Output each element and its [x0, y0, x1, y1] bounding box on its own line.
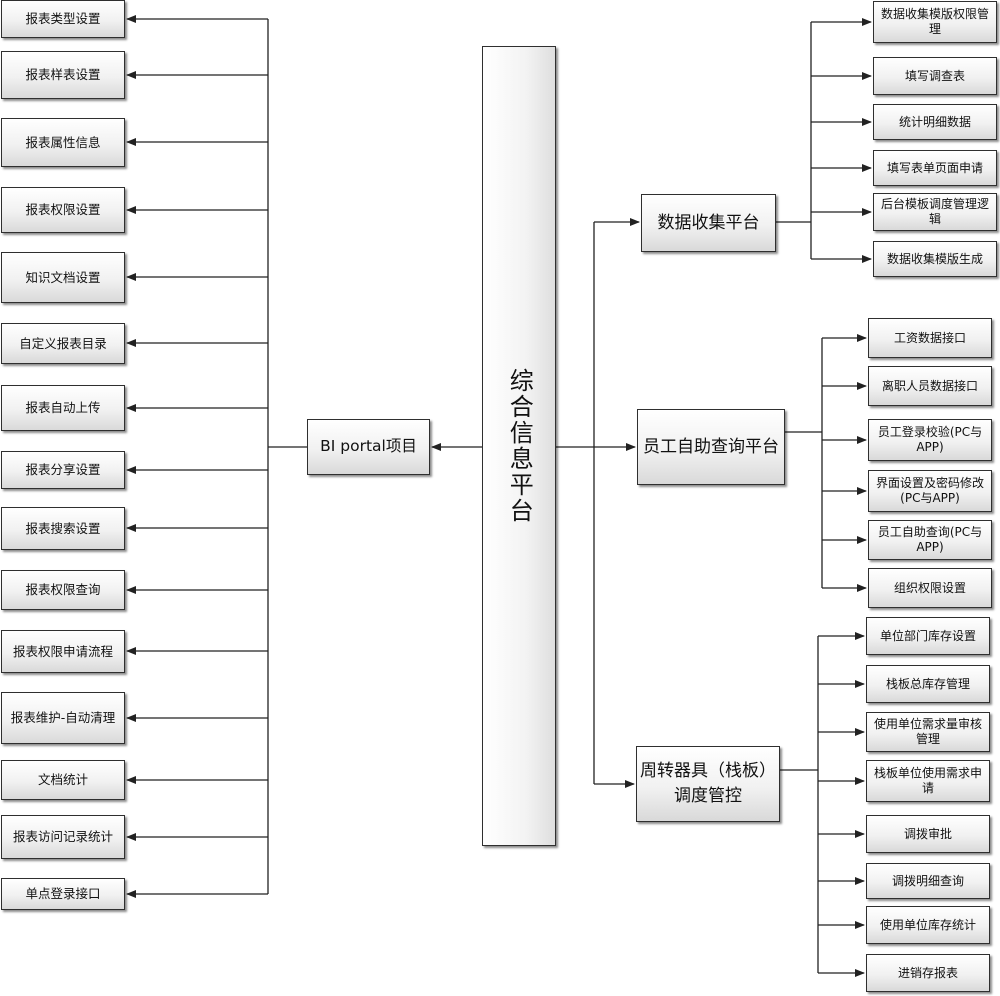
item-label: 使用单位库存统计	[879, 917, 976, 932]
branch-label: 数据收集平台	[657, 212, 760, 233]
pallet-dispatch-item-node: 调拨审批	[866, 815, 990, 853]
pallet-dispatch-item-node: 栈板总库存管理	[866, 665, 990, 703]
portal-item-node: 知识文档设置	[1, 252, 125, 303]
portal-item-label: 报表搜索设置	[25, 520, 101, 536]
item-label: 调拨明细查询	[891, 873, 964, 888]
item-label: 后台模板调度管理逻辑	[880, 197, 989, 226]
item-label: 调拨审批	[903, 826, 952, 841]
branch-pallet-dispatch-node: 周转器具（栈板）调度管控	[636, 746, 780, 822]
portal-item-node: 报表自动上传	[1, 385, 125, 431]
portal-item-label: 报表访问记录统计	[12, 829, 113, 845]
data-collection-item-node: 数据收集模版生成	[873, 241, 997, 277]
employee-service-item-node: 离职人员数据接口	[868, 366, 992, 406]
data-collection-item-node: 后台模板调度管理逻辑	[873, 193, 997, 231]
employee-service-item-node: 组织权限设置	[868, 568, 992, 608]
portal-item-node: 报表搜索设置	[1, 507, 125, 550]
portal-item-label: 单点登录接口	[25, 886, 101, 902]
portal-item-node: 自定义报表目录	[1, 323, 125, 364]
branch-data-collection-node: 数据收集平台	[641, 194, 776, 252]
pallet-dispatch-item-node: 使用单位库存统计	[866, 906, 990, 944]
data-collection-item-node: 填写调查表	[873, 57, 997, 95]
portal-item-node: 报表分享设置	[1, 451, 125, 489]
item-label: 员工自助查询(PC与APP)	[877, 525, 983, 554]
portal-item-label: 报表权限查询	[25, 582, 101, 598]
portal-item-node: 报表属性信息	[1, 118, 125, 167]
portal-item-label: 报表分享设置	[25, 462, 101, 478]
portal-item-node: 报表维护-自动清理	[1, 692, 125, 744]
portal-item-node: 文档统计	[1, 760, 125, 800]
branch-employee-self-service-node: 员工自助查询平台	[637, 409, 785, 485]
data-collection-item-node: 统计明细数据	[873, 104, 997, 140]
data-collection-item-node: 填写表单页面申请	[873, 150, 997, 186]
portal-item-label: 报表样表设置	[25, 67, 101, 83]
portal-item-label: 自定义报表目录	[19, 335, 107, 351]
item-label: 统计明细数据	[898, 114, 971, 129]
item-label: 数据收集模版生成	[886, 251, 983, 266]
item-label: 栈板单位使用需求申请	[873, 766, 982, 795]
branch-label: 周转器具（栈板）调度管控	[640, 761, 776, 806]
item-label: 填写表单页面申请	[886, 160, 983, 175]
item-label: 工资数据接口	[893, 330, 966, 345]
portal-item-label: 报表权限申请流程	[12, 643, 113, 659]
item-label: 离职人员数据接口	[881, 378, 978, 393]
employee-service-item-node: 工资数据接口	[868, 318, 992, 358]
portal-item-label: 知识文档设置	[25, 269, 101, 285]
item-label: 数据收集模版权限管理	[880, 7, 989, 36]
portal-item-label: 报表维护-自动清理	[10, 710, 116, 726]
item-label: 组织权限设置	[893, 580, 966, 595]
item-label: 员工登录校验(PC与APP)	[877, 425, 983, 454]
pallet-dispatch-item-node: 单位部门库存设置	[866, 617, 990, 655]
portal-item-node: 报表权限查询	[1, 570, 125, 610]
portal-item-node: 报表权限设置	[1, 187, 125, 233]
item-label: 进销存报表	[897, 965, 958, 980]
item-label: 使用单位需求量审核管理	[873, 717, 982, 746]
pallet-dispatch-item-node: 使用单位需求量审核管理	[866, 712, 990, 752]
branch-label: 员工自助查询平台	[643, 436, 779, 457]
core-platform-label: 综合信息平台	[505, 368, 534, 524]
item-label: 界面设置及密码修改(PC与APP)	[875, 476, 984, 505]
portal-item-label: 报表自动上传	[25, 400, 101, 416]
item-label: 单位部门库存设置	[879, 628, 976, 643]
item-label: 栈板总库存管理	[885, 676, 970, 691]
portal-item-label: 报表权限设置	[25, 202, 101, 218]
employee-service-item-node: 员工登录校验(PC与APP)	[868, 419, 992, 461]
portal-item-label: 报表属性信息	[25, 134, 101, 150]
pallet-dispatch-item-node: 栈板单位使用需求申请	[866, 760, 990, 802]
portal-item-node: 报表访问记录统计	[1, 815, 125, 859]
core-platform-node: 综合信息平台	[482, 46, 556, 846]
portal-item-label: 报表类型设置	[25, 11, 101, 27]
bi-portal-node: BI portal项目	[307, 419, 430, 475]
pallet-dispatch-item-node: 调拨明细查询	[866, 863, 990, 899]
portal-item-label: 文档统计	[37, 772, 88, 788]
portal-item-node: 报表类型设置	[1, 0, 125, 38]
pallet-dispatch-item-node: 进销存报表	[866, 954, 990, 992]
data-collection-item-node: 数据收集模版权限管理	[873, 1, 997, 43]
item-label: 填写调查表	[904, 68, 965, 83]
employee-service-item-node: 界面设置及密码修改(PC与APP)	[868, 470, 992, 512]
portal-item-node: 单点登录接口	[1, 878, 125, 910]
portal-item-node: 报表样表设置	[1, 51, 125, 99]
bi-portal-label: BI portal项目	[320, 437, 417, 456]
portal-item-node: 报表权限申请流程	[1, 630, 125, 673]
employee-service-item-node: 员工自助查询(PC与APP)	[868, 520, 992, 560]
